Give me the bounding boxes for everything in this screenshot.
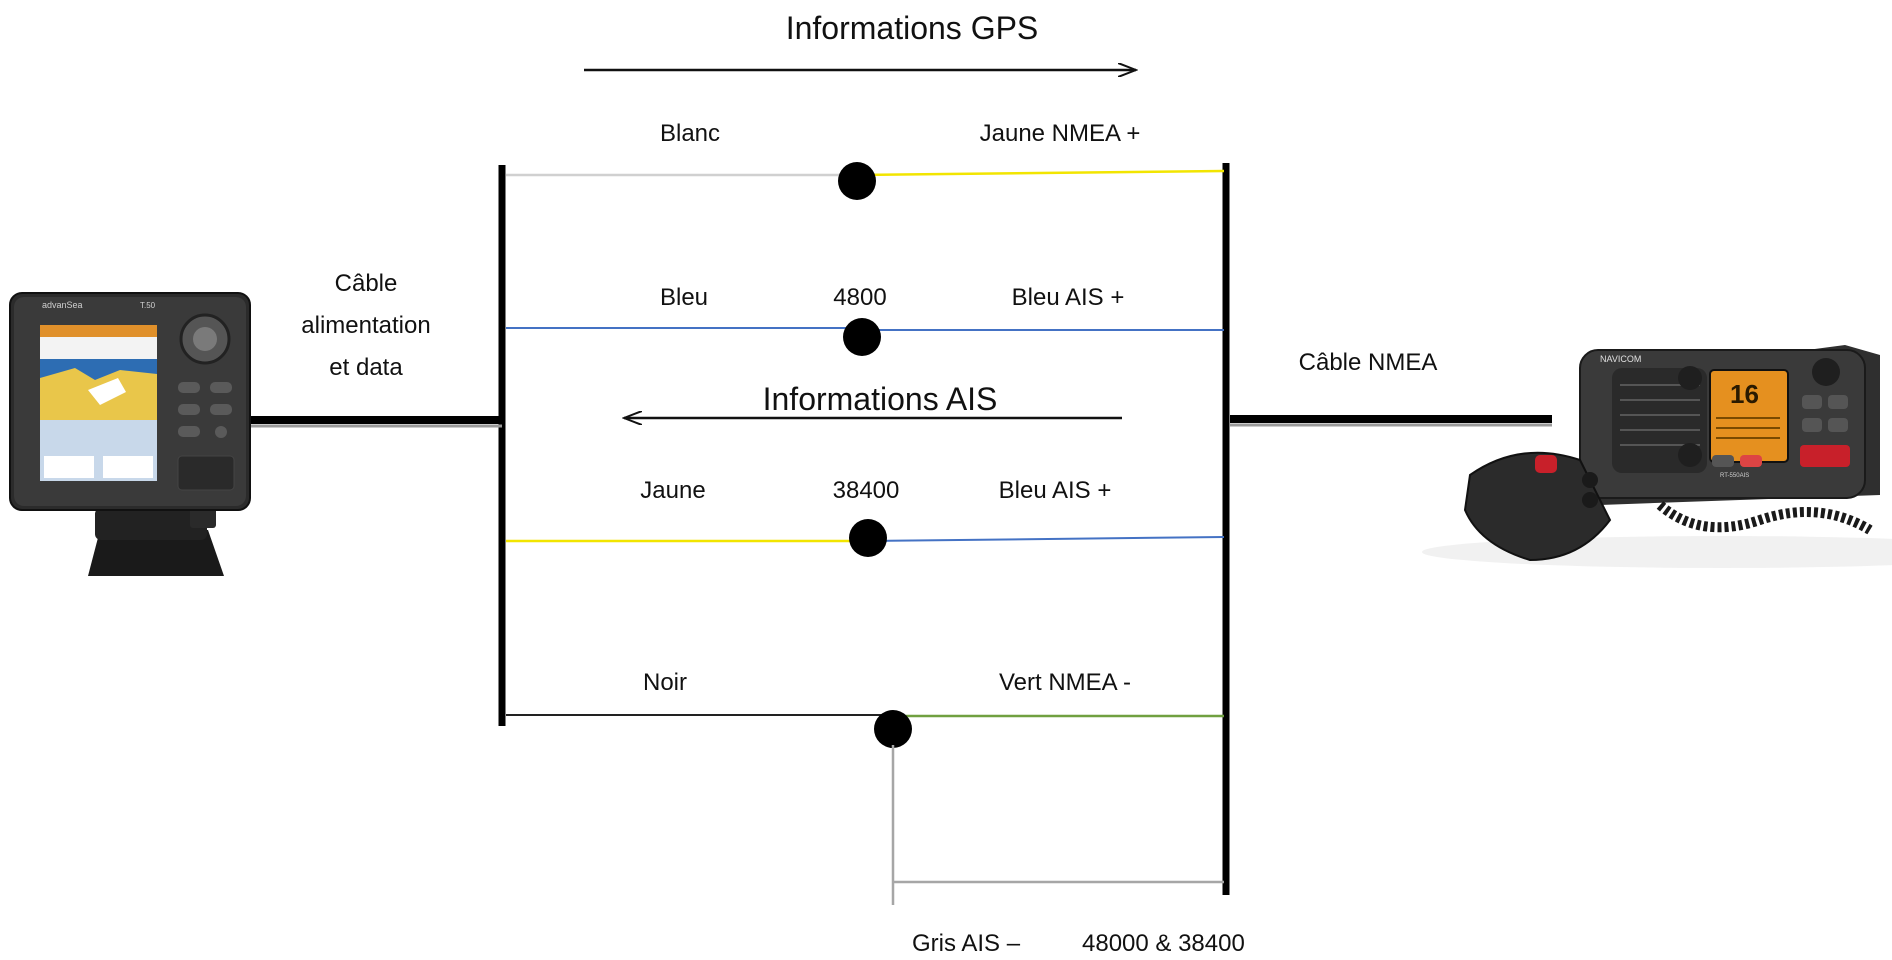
svg-text:advanSea: advanSea [42, 300, 83, 310]
svg-text:NAVICOM: NAVICOM [1600, 354, 1641, 364]
wire-blue-ais-plus-38400 [867, 536, 1225, 542]
wire-label-gray-ais-minus: Gris AIS – [912, 930, 1021, 957]
svg-text:T.50: T.50 [140, 301, 156, 310]
svg-text:RT-550AIS: RT-550AIS [1720, 473, 1749, 479]
gps-chartplotter-icon: advanSea T.50 [9, 292, 251, 576]
junction-dot-2 [843, 318, 881, 356]
baud-rate-4800: 4800 [833, 284, 887, 311]
junction-dot-3 [849, 519, 887, 557]
baud-rate-38400: 38400 [832, 477, 900, 504]
left-cable-label: Câble alimentation et data [301, 270, 431, 381]
junction-dot-4 [874, 710, 912, 748]
wire-label-yellow-nmea-plus: Jaune NMEA + [979, 120, 1141, 147]
wire-label-black: Noir [642, 669, 688, 696]
junction-dot-1 [838, 162, 876, 200]
wire-label-blue-ais-plus: Bleu AIS + [1011, 284, 1125, 311]
wire-label-blue: Bleu [659, 284, 709, 311]
wire-label-yellow: Jaune [640, 477, 706, 504]
gps-info-title: Informations GPS [785, 10, 1039, 46]
vhf-radio-icon: 16 NAVICOM RT-550AIS [1422, 345, 1892, 568]
svg-text:16: 16 [1730, 379, 1759, 409]
wire-label-blue-ais-plus-2: Bleu AIS + [998, 477, 1112, 504]
wire-yellow-nmea-plus [856, 169, 1225, 177]
wire-gray-ais-minus [891, 745, 1224, 905]
baud-rate-gray: 48000 & 38400 [1082, 930, 1245, 957]
wire-label-green-nmea-minus: Vert NMEA - [998, 669, 1132, 696]
right-cable-label: Câble NMEA [1298, 349, 1438, 376]
ais-info-title: Informations AIS [762, 381, 998, 417]
wire-label-white: Blanc [659, 120, 721, 147]
